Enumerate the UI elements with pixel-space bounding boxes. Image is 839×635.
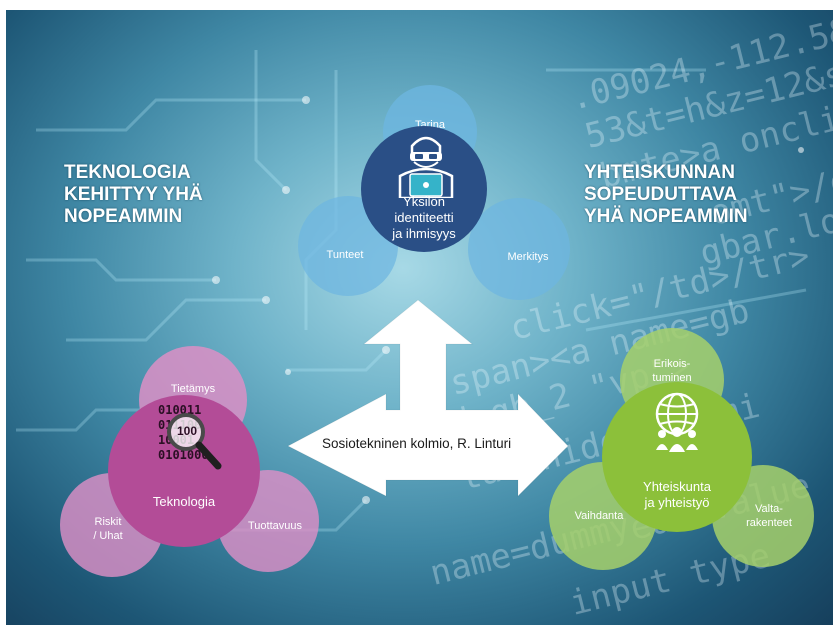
technology-label: Teknologia — [152, 494, 216, 509]
left-heading-line: NOPEAMMIN — [64, 206, 183, 227]
left-heading-line: TEKNOLOGIA — [64, 162, 191, 183]
right-heading-line: YHTEISKUNNAN — [584, 162, 735, 183]
binary-line: 010011 — [158, 403, 202, 417]
person-at-laptop-icon — [398, 136, 454, 198]
society-label: Yhteiskunta ja yhteistyö — [643, 479, 711, 510]
globe-and-people-icon — [655, 392, 699, 452]
right-heading-line: YHÄ NOPEAMMIN — [584, 206, 748, 227]
erikoistuminen-label: Erikois- tuminen — [652, 358, 692, 384]
left-heading-line: KEHITTYY YHÄ — [64, 184, 203, 205]
merkitys-circle: Merkitys — [468, 198, 570, 300]
individual-identity-label: Yksilön identiteetti ja ihmisyys — [392, 194, 456, 241]
valtarakenteet-label: Valta- rakenteet — [746, 503, 792, 529]
magnifying-glass-icon — [167, 413, 222, 470]
merkitys-label: Merkitys — [507, 251, 549, 263]
four-way-arrow-icon — [286, 299, 569, 498]
vaihdanta-label: Vaihdanta — [574, 510, 624, 522]
diagram-caption: Sosiotekninen kolmio, R. Linturi — [322, 436, 512, 451]
right-heading-line: SOPEUDUTTAVA — [584, 184, 738, 205]
lens-value: 100 — [176, 424, 198, 438]
tuottavuus-label: Tuottavuus — [247, 520, 302, 532]
tietamys-label: Tietämys — [170, 383, 216, 395]
riskit-label: Riskit / Uhat — [93, 516, 123, 542]
tunteet-label: Tunteet — [326, 249, 364, 261]
left-heading: TEKNOLOGIA KEHITTYY YHÄ NOPEAMMIN — [64, 162, 203, 228]
right-heading: YHTEISKUNNAN SOPEUDUTTAVA YHÄ NOPEAMMIN — [584, 162, 748, 228]
binary-line: 0101000 — [158, 448, 209, 462]
